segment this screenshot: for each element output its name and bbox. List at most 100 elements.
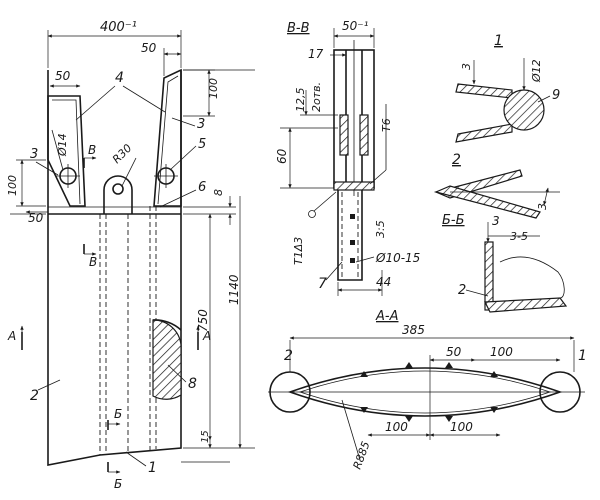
leader-5 — [169, 145, 197, 171]
aa-weld-7 — [445, 416, 453, 422]
section-a-left: A — [7, 329, 16, 343]
section-b-top: В — [88, 143, 96, 157]
detail-1-label: 1 — [494, 33, 503, 49]
section-aa-title: А-А — [375, 309, 398, 324]
vv-pitch: 3:5 — [374, 220, 387, 238]
leader-r885 — [341, 399, 361, 461]
main-body-outline — [47, 70, 182, 466]
section-aa-dim-100-br: 100 — [450, 420, 473, 434]
leader-7 — [325, 261, 343, 281]
callout-6: 6 — [198, 180, 206, 195]
detail-1-callout-9: 9 — [552, 88, 560, 103]
aa-weld-4 — [490, 371, 498, 377]
leader-1 — [125, 451, 147, 467]
leader-8 — [167, 364, 187, 383]
vv-weld-symbol — [308, 210, 316, 218]
leader-6 — [159, 189, 197, 208]
part-8-arc — [152, 319, 182, 331]
leader-bb-2 — [465, 289, 489, 297]
dim-left-100: 100 — [6, 175, 19, 196]
detail-2: 2 3 — [434, 152, 560, 219]
section-bb-bottom: Б — [114, 477, 122, 491]
vv-lower-tube — [337, 190, 363, 281]
section-aa: А-А 385 50 100 100 100 R885 2 1 — [268, 309, 587, 471]
aa-weld-8 — [490, 407, 498, 413]
detail-1-dim-3: 3 — [460, 63, 473, 70]
callout-3-left: 3 — [30, 147, 38, 162]
section-a-right: A — [202, 329, 211, 343]
rib-hole — [112, 183, 124, 195]
dim-right-15: 15 — [200, 430, 211, 443]
section-aa-dim-385: 385 — [402, 323, 425, 337]
section-aa-callout-2: 2 — [284, 348, 293, 364]
aa-weld-2 — [405, 362, 413, 368]
section-bb-dim-3-5: 3-5 — [510, 230, 528, 243]
vv-dim-d10-15: Ø10-15 — [375, 251, 420, 265]
leader-r30 — [121, 157, 137, 187]
section-aa-dim-100-top: 100 — [490, 345, 513, 359]
vv-dim-holes: 2отв. — [310, 82, 323, 112]
section-bb-title: Б-Б — [442, 213, 465, 228]
aa-weld-6 — [405, 416, 413, 422]
detail-1-dim-12: Ø12 — [530, 59, 543, 83]
vv-dim-44: 44 — [376, 275, 391, 289]
dim-top-left: 50 — [55, 69, 71, 83]
callout-4: 4 — [115, 70, 124, 86]
callout-5: 5 — [198, 137, 206, 152]
section-vv-title: В-В — [287, 21, 310, 36]
leader-4a — [75, 85, 116, 121]
callout-3-right: 3 — [197, 117, 205, 132]
section-bb: Б-Б 3 3-5 2 — [442, 213, 568, 313]
vv-plate-left — [339, 114, 349, 156]
section-aa-radius: R885 — [351, 440, 373, 471]
section-vv: В-В 50⁻¹ 17 12,5 2отв. 60 T6 — [275, 19, 420, 296]
aa-weld-3 — [445, 362, 453, 368]
aa-weld-1 — [360, 371, 368, 377]
vv-weld-3 — [350, 258, 355, 263]
vv-callout-7: 7 — [318, 276, 327, 292]
detail-1-upper-plate — [455, 83, 513, 99]
radius-r30: R30 — [110, 142, 134, 166]
left-bracket-inner — [52, 99, 81, 205]
aa-weld-5 — [360, 407, 368, 413]
dim-right-8: 8 — [212, 189, 225, 196]
vv-plate-right — [359, 114, 369, 156]
section-b-bottom: В — [89, 255, 97, 269]
front-view: 400⁻¹ 50 50 100 4 3 5 6 R30 Ø14 3 — [6, 20, 255, 491]
vv-dim-17: 17 — [308, 47, 324, 61]
part-8-section — [152, 319, 182, 400]
detail-2-lower-plate — [434, 185, 541, 219]
callout-8: 8 — [188, 376, 197, 392]
leader-3r — [171, 117, 196, 127]
dim-side-top: 100 — [207, 78, 220, 99]
leader-t1d3 — [313, 191, 337, 212]
section-bb-dim-3: 3 — [492, 214, 500, 228]
detail-2-dim-3: 3 — [536, 203, 549, 210]
bb-base-plate — [484, 297, 568, 313]
vv-weld-1 — [350, 214, 355, 219]
vv-weld-2 — [350, 240, 355, 245]
leader-d10 — [355, 256, 375, 263]
leader-9 — [537, 95, 551, 103]
leader-t6b — [369, 169, 387, 185]
bb-vertical-plate — [484, 241, 494, 311]
detail-1-lower-plate — [455, 123, 513, 143]
dim-right-1140: 1140 — [227, 274, 241, 305]
leader-2 — [37, 379, 61, 391]
detail-2-label: 2 — [452, 152, 461, 168]
vv-weld-bottom: T1Δ3 — [292, 237, 305, 265]
vv-base-plate — [333, 181, 375, 191]
section-aa-dim-50: 50 — [446, 345, 462, 359]
section-bb-callout-2: 2 — [458, 283, 466, 298]
vv-dim-60: 60 — [275, 148, 289, 164]
hole-dia: Ø14 — [56, 133, 69, 157]
vv-dim-top: 50⁻¹ — [342, 19, 369, 33]
section-bb-top: Б — [114, 407, 122, 421]
section-aa-dim-100-bl: 100 — [385, 420, 408, 434]
bb-curved-outline — [499, 256, 565, 299]
vv-weld-t6: T6 — [380, 118, 393, 132]
left-bracket — [47, 95, 86, 207]
vv-dim-12-5: 12,5 — [294, 88, 307, 113]
callout-2: 2 — [30, 388, 39, 404]
